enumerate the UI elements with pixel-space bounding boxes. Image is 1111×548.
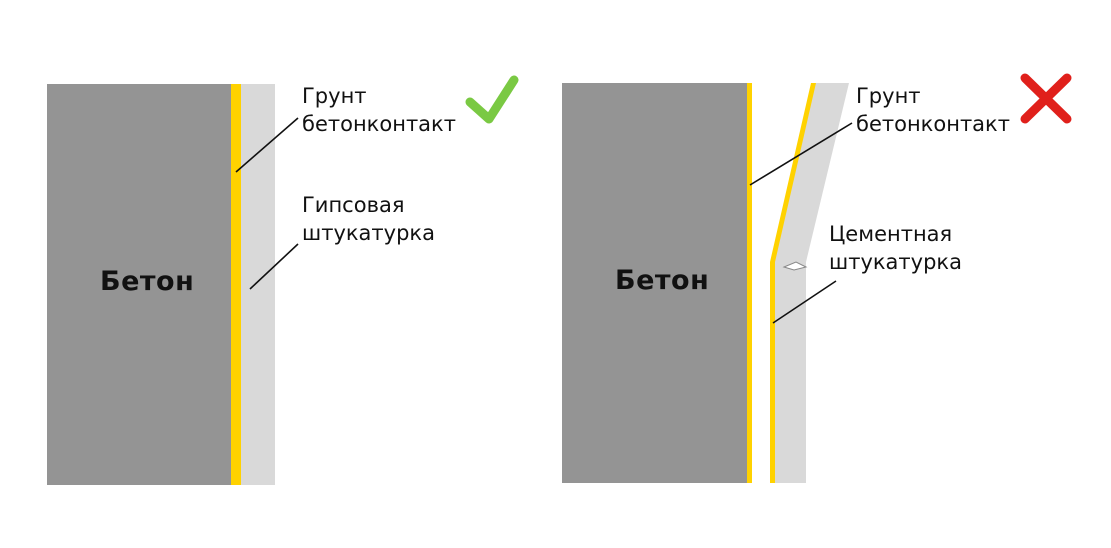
right-detached-primer-strip: [770, 83, 816, 483]
right-cement-plaster-layer: [773, 83, 849, 483]
left-concrete-block: [47, 84, 231, 485]
right-plaster-label-line1: Цементная: [829, 222, 952, 246]
right-concrete-block: [562, 83, 747, 483]
left-primer-label-line1: Грунт: [302, 84, 367, 108]
left-plaster-label-line1: Гипсовая: [302, 193, 404, 217]
left-plaster-leader-line: [249, 243, 299, 290]
right-primer-label-line2: бетонконтакт: [856, 112, 1010, 136]
right-panel: Бетон Грунт бетонконтакт Цементная штука…: [562, 73, 1072, 483]
right-primer-leader-line: [749, 122, 853, 186]
cross-icon: [1020, 73, 1072, 124]
left-primer-label-line2: бетонконтакт: [302, 112, 456, 136]
left-concrete-label: Бетон: [100, 266, 194, 297]
right-concrete-label: Бетон: [615, 265, 709, 296]
left-panel: Бетон Грунт бетонконтакт Гипсовая штукат…: [47, 75, 519, 485]
left-primer-leader-line: [235, 117, 299, 173]
crack-mark: [782, 261, 808, 271]
check-icon: [465, 75, 519, 124]
right-plaster-leader-line: [772, 280, 837, 324]
right-primer-label-line1: Грунт: [856, 84, 921, 108]
left-gypsum-plaster-layer: [241, 84, 275, 485]
left-primer-layer: [231, 84, 241, 485]
right-plaster-label-line2: штукатурка: [829, 250, 962, 274]
right-primer-layer: [747, 83, 752, 483]
left-plaster-label-line2: штукатурка: [302, 221, 435, 245]
